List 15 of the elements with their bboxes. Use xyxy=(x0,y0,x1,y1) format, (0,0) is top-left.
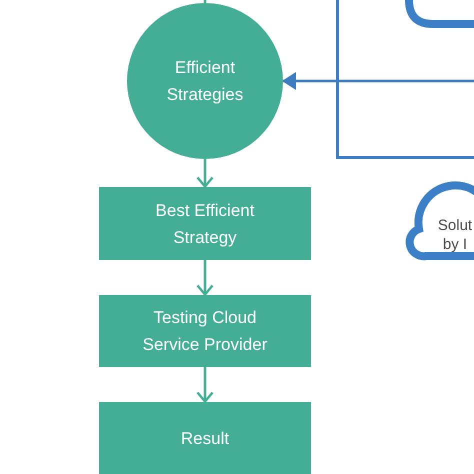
node-text: Solut by I xyxy=(436,216,474,254)
arrow xyxy=(196,159,214,188)
node-text: Efficient Strategies xyxy=(166,57,244,106)
arrow xyxy=(196,260,214,296)
node-text: Result xyxy=(180,428,230,450)
process-box xyxy=(99,295,311,367)
connector-line xyxy=(204,0,206,3)
arrow xyxy=(282,72,474,90)
node-text: Testing Cloud Service Provider xyxy=(142,307,268,356)
group-frame xyxy=(336,0,474,159)
cloud-shape xyxy=(405,0,474,30)
node-text: Best Efficient Strategy xyxy=(154,200,256,248)
process-box xyxy=(99,402,311,474)
arrow xyxy=(196,367,214,403)
process-box xyxy=(99,187,311,260)
